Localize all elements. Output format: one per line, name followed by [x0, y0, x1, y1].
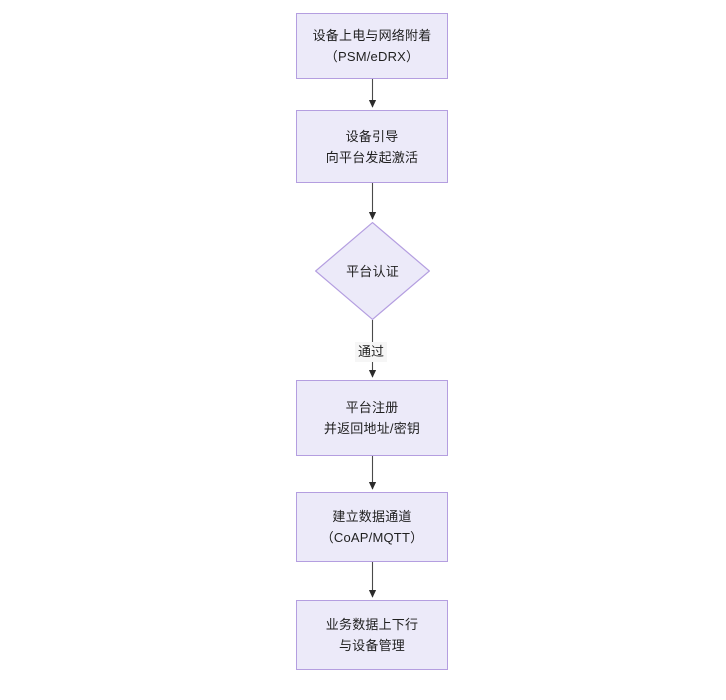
- node-data-channel[interactable]: 建立数据通道 （CoAP/MQTT）: [296, 492, 448, 562]
- node-platform-register-line1: 平台注册: [345, 400, 399, 415]
- node-data-channel-line2: （CoAP/MQTT）: [320, 530, 424, 545]
- node-power-on-line1: 设备上电与网络附着: [312, 28, 432, 43]
- node-power-on[interactable]: 设备上电与网络附着 （PSM/eDRX）: [296, 13, 448, 79]
- node-bootstrap-line1: 设备引导: [345, 128, 399, 144]
- node-platform-auth[interactable]: 平台认证: [315, 222, 430, 320]
- edge-label-pass: 通过: [355, 342, 388, 362]
- node-data-channel-line1: 建立数据通道: [332, 509, 412, 524]
- node-power-on-line2: （PSM/eDRX）: [324, 49, 420, 64]
- node-platform-register[interactable]: 平台注册 并返回地址/密钥: [296, 380, 448, 456]
- node-bootstrap-line2: 向平台发起激活: [325, 149, 419, 165]
- node-platform-auth-label: 平台认证: [346, 263, 399, 279]
- node-business-data[interactable]: 业务数据上下行 与设备管理: [296, 600, 448, 670]
- node-business-data-line1: 业务数据上下行: [325, 617, 419, 632]
- node-business-data-line2: 与设备管理: [338, 638, 405, 653]
- node-platform-register-line2: 并返回地址/密钥: [323, 421, 421, 436]
- diamond-shape: [315, 222, 430, 320]
- node-bootstrap[interactable]: 设备引导 向平台发起激活: [296, 110, 448, 183]
